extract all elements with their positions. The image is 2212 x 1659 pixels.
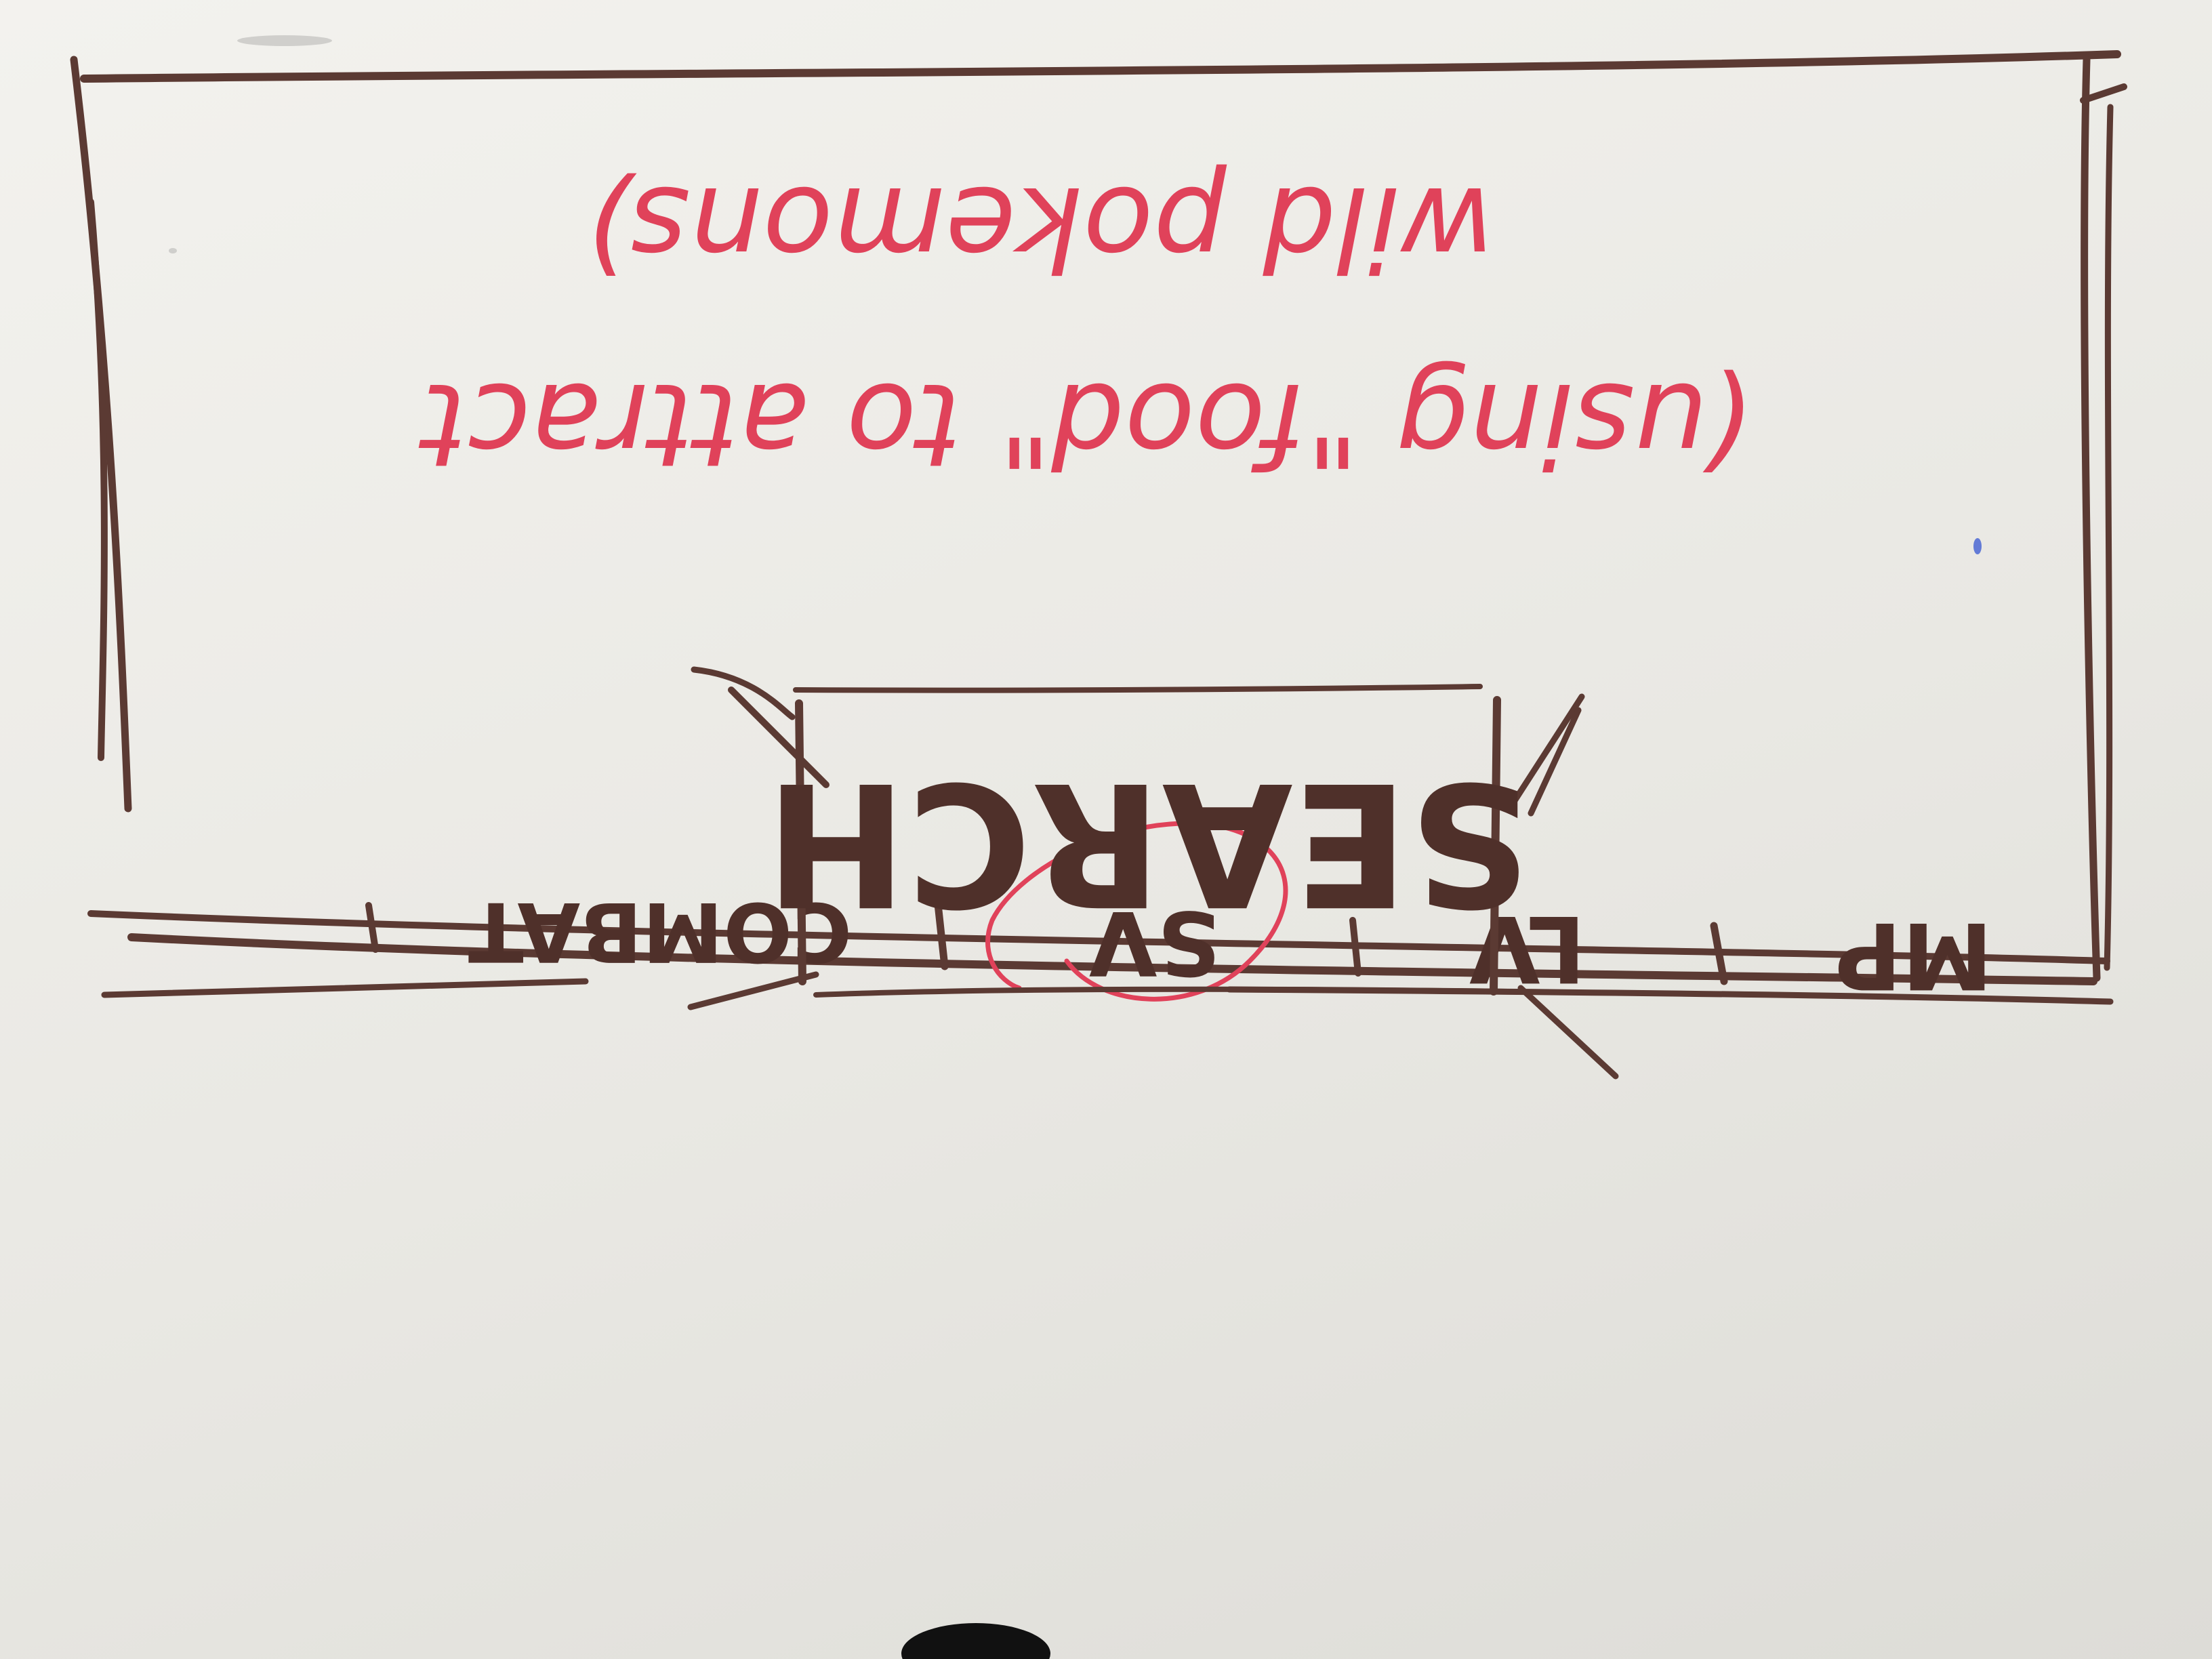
- annotation-note: (using "food" to attract wild pokemons): [419, 161, 1752, 491]
- search-button[interactable]: SEARCH: [687, 666, 1619, 1080]
- search-button-label: SEARCH: [765, 745, 1531, 942]
- tab-lv[interactable]: LV: [1469, 895, 1586, 1002]
- tab-lv-label: LV: [1469, 895, 1586, 1002]
- tab-combat[interactable]: COMBAT: [468, 884, 853, 978]
- selected-tab-circle: [985, 821, 1288, 1002]
- screen-frame: [70, 50, 2127, 982]
- tab-sv-label: SV: [1089, 891, 1221, 994]
- note-line-2: wild pokemons): [585, 161, 1495, 295]
- tab-mp-label: MP: [1835, 902, 1992, 1008]
- tab-sv[interactable]: SV: [985, 821, 1288, 1002]
- tab-mp[interactable]: MP: [1835, 902, 1992, 1008]
- phone-wireframe: MP LV SV COMBAT: [70, 50, 2127, 1080]
- marker-cap: [901, 1623, 1050, 1659]
- tab-combat-label: COMBAT: [468, 884, 853, 978]
- board-smudges: [169, 35, 1982, 554]
- note-line-1: (using "food" to attract: [419, 357, 1752, 491]
